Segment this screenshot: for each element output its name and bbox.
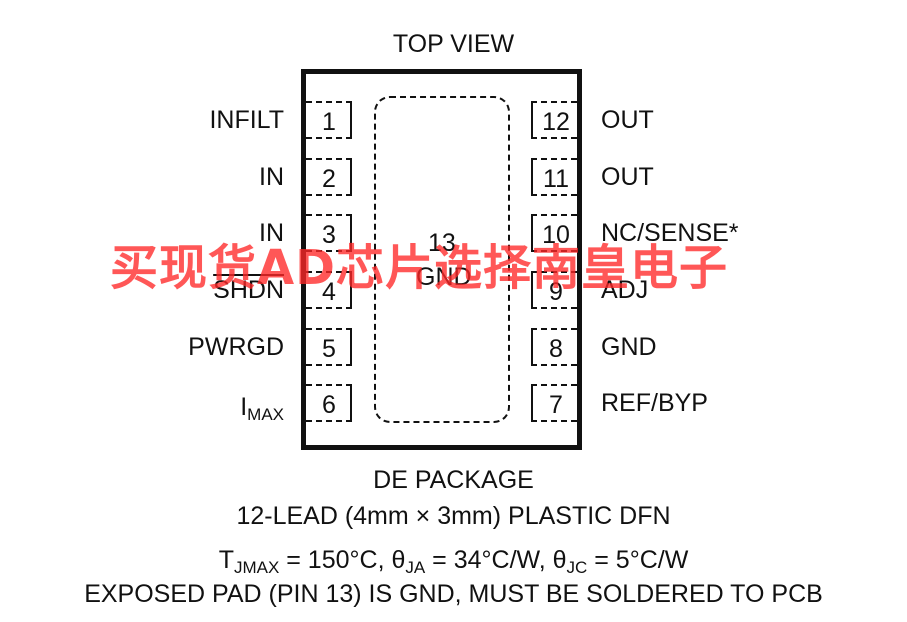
theta-ja-symbol: θ	[391, 546, 406, 574]
pin-label-in: IN	[259, 219, 284, 247]
lead-description: 12-LEAD (4mm × 3mm) PLASTIC DFN	[236, 502, 671, 530]
exposed-pad-note: EXPOSED PAD (PIN 13) IS GND, MUST BE SOL…	[84, 580, 823, 608]
pin-5: 5	[306, 328, 352, 366]
pin-label-shdn: SHDN	[213, 276, 284, 304]
pin-number: 9	[549, 278, 563, 306]
pin-11: 11	[531, 158, 577, 196]
pin-1: 1	[306, 101, 352, 139]
thermal-specs: TJMAX = 150°C, θJA = 34°C/W, θJC = 5°C/W	[0, 546, 907, 578]
pin-label-imax: IMAX	[240, 388, 284, 434]
pin-4: 4	[306, 271, 352, 309]
pin-label-gnd: GND	[601, 333, 657, 361]
pin-label-adj: ADJ	[601, 276, 649, 304]
exposed-pad	[374, 96, 510, 423]
theta-ja-value: = 34°C/W,	[425, 546, 553, 574]
pin-9: 9	[531, 271, 577, 309]
pin-label-ref-byp: REF/BYP	[601, 389, 708, 417]
pin-number: 8	[549, 335, 563, 363]
package-outline	[301, 69, 582, 450]
pin-number: 12	[542, 108, 570, 136]
theta-jc-value: = 5°C/W	[587, 546, 689, 574]
tjmax-symbol: T	[218, 546, 234, 574]
pin-number: 5	[322, 335, 336, 363]
watermark-text: 买现货AD芯片选择南皇电子	[110, 240, 728, 296]
pin-number: 1	[322, 108, 336, 136]
pin-number: 6	[322, 391, 336, 419]
pin-label-nc-sense: NC/SENSE*	[601, 219, 739, 247]
exposed-pad-label: GND	[416, 263, 472, 291]
pin-2: 2	[306, 158, 352, 196]
pin-7: 7	[531, 384, 577, 422]
pin-label-out: OUT	[601, 106, 654, 134]
tjmax-value: = 150°C,	[279, 546, 392, 574]
pin-number: 4	[322, 278, 336, 306]
pin-number: 11	[543, 165, 569, 193]
pin-8: 8	[531, 328, 577, 366]
tjmax-sub: JMAX	[233, 558, 280, 577]
pin-label-pwrgd: PWRGD	[188, 333, 284, 361]
imax-main: I	[240, 393, 248, 421]
pin-12: 12	[531, 101, 577, 139]
pin-label-out: OUT	[601, 163, 654, 191]
pin-10: 10	[531, 214, 577, 252]
theta-ja-sub: JA	[405, 558, 426, 577]
pin-3: 3	[306, 214, 352, 252]
theta-jc-symbol: θ	[552, 546, 567, 574]
pin-label-in: IN	[259, 163, 284, 191]
top-view-title: TOP VIEW	[392, 30, 515, 58]
pin-number: 10	[542, 221, 570, 249]
pin-number: 7	[549, 391, 563, 419]
pin-number: 2	[322, 165, 336, 193]
imax-sub: MAX	[247, 405, 284, 424]
theta-jc-sub: JC	[566, 558, 588, 577]
exposed-pad-number: 13	[428, 229, 456, 257]
package-name: DE PACKAGE	[373, 466, 534, 494]
pin-number: 3	[322, 221, 336, 249]
pin-6: 6	[306, 384, 352, 422]
pin-label-infilt: INFILT	[209, 106, 284, 134]
